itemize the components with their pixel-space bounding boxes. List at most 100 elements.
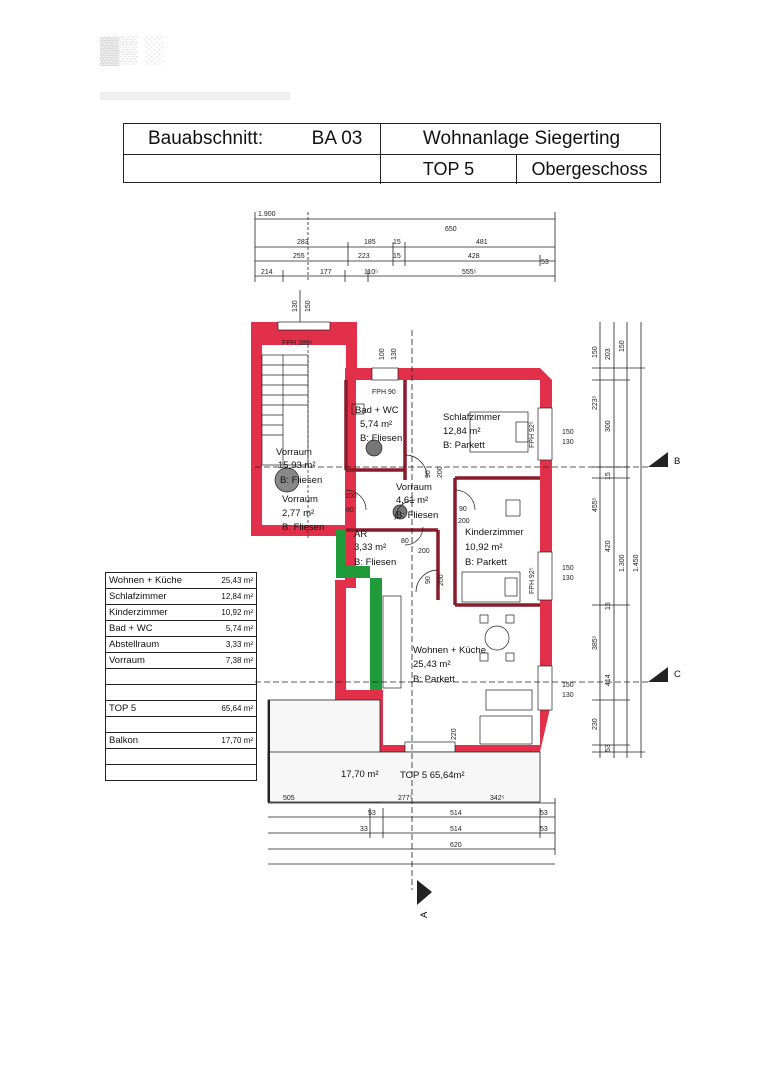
dim-label: 255 bbox=[293, 253, 305, 260]
section-lines bbox=[255, 330, 648, 890]
legend-value: 3,33 m² bbox=[225, 640, 253, 649]
dim-label: 15 bbox=[393, 253, 401, 260]
legend-name: Wohnen + Küche bbox=[109, 575, 182, 586]
dim-label: 150 bbox=[562, 565, 574, 572]
legend-balcony-value: 17,70 m² bbox=[221, 736, 253, 745]
legend-row: Kinderzimmer 10,92 m² bbox=[106, 605, 256, 621]
room-floor-schlafzimmer: B: Parkett bbox=[443, 440, 485, 451]
legend-blank-row bbox=[106, 669, 256, 685]
dim-label: 200 bbox=[438, 574, 445, 586]
dim-label: 650 bbox=[445, 226, 457, 233]
dim-label: 150 bbox=[592, 346, 599, 358]
room-name-ar: AR bbox=[354, 529, 367, 540]
dim-label: 80 bbox=[346, 507, 354, 514]
dim-label: 514 bbox=[450, 826, 462, 833]
faint-logo-text: ▓▒ ░ bbox=[100, 34, 164, 66]
dim-label: 214 bbox=[261, 269, 273, 276]
dim-label: 53 bbox=[540, 810, 548, 817]
dim-label: 455⁵ bbox=[592, 497, 599, 512]
project-name: Wohnanlage Siegerting bbox=[380, 124, 662, 154]
legend-balcony-row: Balkon 17,70 m² bbox=[106, 733, 256, 749]
dim-label: 185 bbox=[364, 239, 376, 246]
section-c-marker bbox=[648, 667, 668, 682]
dim-label: 342⁵ bbox=[490, 795, 505, 802]
legend-blank-row bbox=[106, 749, 256, 765]
section-c-label: C bbox=[674, 669, 681, 680]
dim-label: 200 bbox=[458, 518, 470, 525]
dim-label: 505 bbox=[283, 795, 295, 802]
dim-label: 100 bbox=[345, 493, 357, 500]
dim-label: 130 bbox=[562, 439, 574, 446]
dim-label: 53 bbox=[540, 826, 548, 833]
room-floor-bad: B: Fliesen bbox=[360, 433, 402, 444]
dim-label: 15 bbox=[393, 239, 401, 246]
top-dimensions bbox=[254, 212, 556, 282]
section-a-marker bbox=[417, 880, 432, 905]
legend-name: Bad + WC bbox=[109, 623, 153, 634]
balcony-area: 17,70 m² bbox=[341, 769, 379, 780]
section-a-label: A bbox=[419, 911, 430, 918]
dim-label: 200 bbox=[418, 548, 430, 555]
dim-label: 90 bbox=[459, 506, 467, 513]
fph-label: FPH 92⁵ bbox=[529, 567, 536, 594]
legend-name: Kinderzimmer bbox=[109, 607, 168, 618]
room-area-vorraum: 15,93 m² bbox=[278, 460, 316, 471]
room-floor-ar: B: Fliesen bbox=[354, 557, 396, 568]
door-swings bbox=[345, 454, 476, 593]
right-dimensions bbox=[592, 322, 645, 758]
dim-label: 385⁵ bbox=[592, 635, 599, 650]
dim-label: 1.450 bbox=[633, 554, 640, 572]
header-table: Bauabschnitt: BA 03 Wohnanlage Siegertin… bbox=[123, 123, 662, 184]
dim-label: 33 bbox=[360, 826, 368, 833]
dim-label: 177 bbox=[320, 269, 332, 276]
dim-label: 110⁵ bbox=[364, 269, 378, 276]
dim-label: 481 bbox=[476, 239, 488, 246]
room-area-schlafzimmer: 12,84 m² bbox=[443, 426, 481, 437]
legend-name: Schlafzimmer bbox=[109, 591, 167, 602]
legend-value: 10,92 m² bbox=[221, 608, 253, 617]
dim-label: 150 bbox=[619, 340, 626, 352]
dim-label: 223 bbox=[358, 253, 370, 260]
dim-label: 514 bbox=[450, 810, 462, 817]
dim-label: 53 bbox=[541, 259, 549, 266]
dim-label: 420 bbox=[605, 540, 612, 552]
bottom-dimensions bbox=[268, 798, 556, 865]
section-b-label: B bbox=[674, 456, 680, 467]
dim-label: 283 bbox=[297, 239, 309, 246]
legend-blank-row bbox=[106, 717, 256, 733]
dim-label: 80 bbox=[401, 538, 409, 545]
dim-label: 53 bbox=[368, 810, 376, 817]
room-area-ar: 3,33 m² bbox=[354, 542, 386, 553]
legend-balcony-name: Balkon bbox=[109, 735, 139, 746]
dim-label: 414 bbox=[605, 674, 612, 686]
room-floor-vorraum: B: Fliesen bbox=[280, 475, 322, 486]
unit-name: TOP 5 bbox=[380, 154, 516, 184]
dim-label: 203 bbox=[605, 348, 612, 360]
fph-label: FPH 289⁵ bbox=[282, 340, 313, 347]
legend-value: 5,74 m² bbox=[225, 624, 253, 633]
faint-scan-line bbox=[100, 92, 290, 100]
section-b-marker bbox=[648, 452, 668, 467]
header-divider bbox=[124, 154, 660, 155]
balcony bbox=[267, 699, 541, 803]
dim-label: 130 bbox=[562, 692, 574, 699]
room-area-wohnen: 25,43 m² bbox=[413, 659, 451, 670]
section-value: BA 03 bbox=[311, 128, 363, 149]
room-area-vorraum-2: 2,77 m² bbox=[282, 508, 314, 519]
room-name-vorraum-mid: Vorraum bbox=[396, 482, 432, 493]
fph-label: FPH 92⁵ bbox=[529, 421, 536, 448]
legend-blank-row bbox=[106, 685, 256, 701]
dim-label: 230 bbox=[592, 718, 599, 730]
dim-label: 277⁵ bbox=[398, 795, 413, 802]
legend-total-value: 65,64 m² bbox=[221, 704, 253, 713]
room-name-bad: Bad + WC bbox=[355, 405, 399, 416]
dim-label: 150 bbox=[562, 429, 574, 436]
legend-row: Bad + WC 5,74 m² bbox=[106, 621, 256, 637]
section-label: Bauabschnitt: bbox=[148, 128, 264, 149]
dim-label: 223⁵ bbox=[592, 395, 599, 410]
